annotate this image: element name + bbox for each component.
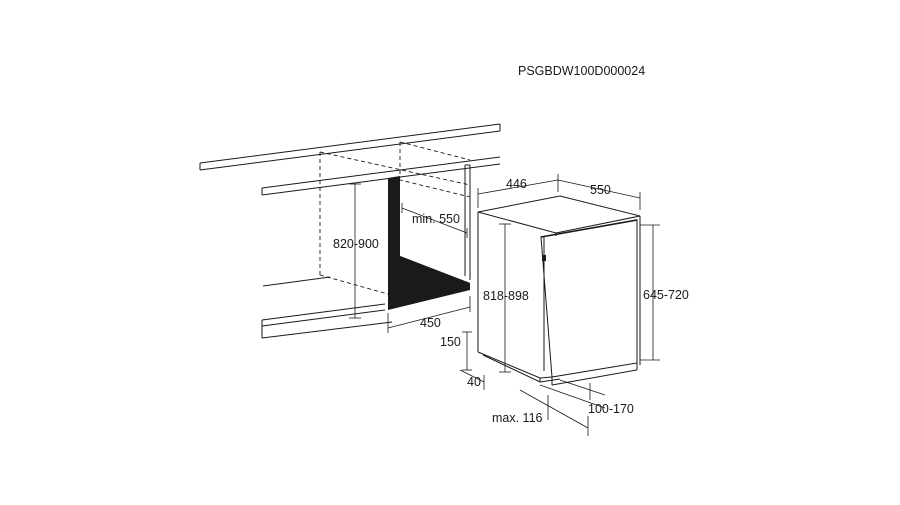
base-cabinets <box>261 276 393 339</box>
label-door-height: 645-720 <box>643 288 689 302</box>
label-niche-height: 820-900 <box>333 237 379 251</box>
dim-niche-width <box>387 296 471 333</box>
label-appliance-height: 818-898 <box>483 289 529 303</box>
label-max-plinth: max. 116 <box>492 411 543 425</box>
label-min-depth: min. 550 <box>412 212 460 226</box>
dim-appliance-width <box>477 174 559 208</box>
right-cabinet-side <box>464 164 471 280</box>
dim-appliance-depth <box>557 179 641 210</box>
niche-shade <box>388 176 470 310</box>
dim-min-depth <box>401 203 468 238</box>
label-appliance-width: 446 <box>506 177 527 191</box>
dim-plinth-height <box>462 331 479 371</box>
label-plinth-height: 150 <box>440 335 461 349</box>
niche-outline <box>319 141 471 295</box>
dim-kick-range <box>539 379 606 409</box>
worktop <box>199 123 501 196</box>
appliance-body <box>477 195 641 386</box>
dim-niche-height <box>349 183 361 319</box>
dim-plinth-offset <box>459 369 485 390</box>
label-niche-width: 450 <box>420 316 441 330</box>
label-kick-range: 100-170 <box>588 402 634 416</box>
label-appliance-depth: 550 <box>590 183 611 197</box>
dim-appliance-height <box>499 223 511 373</box>
dim-max-plinth <box>519 389 589 436</box>
drawing-code: PSGBDW100D000024 <box>518 64 645 78</box>
label-plinth-offset: 40 <box>467 375 481 389</box>
dim-door-height <box>640 224 660 361</box>
